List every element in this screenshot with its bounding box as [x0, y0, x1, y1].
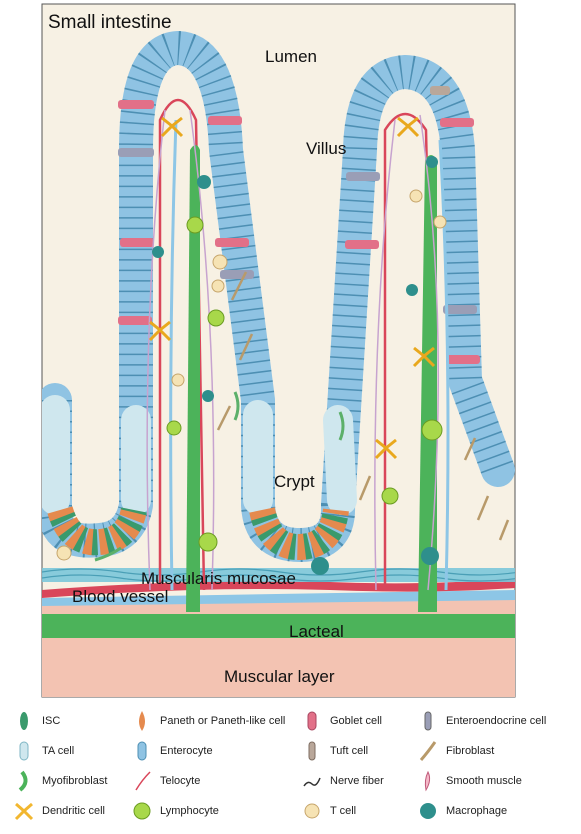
enteroendocrine-cell-icon	[424, 711, 432, 731]
nerve-fiber-icon	[303, 777, 321, 787]
lymph-vessel-band	[42, 590, 515, 606]
legend-item: Enterocyte	[128, 738, 213, 764]
crypt-base-mid	[249, 506, 349, 560]
isc-icon	[20, 712, 28, 730]
macrophage-cells	[152, 156, 439, 575]
muscular-layer-label: Muscular layer	[224, 667, 335, 686]
enteroendocrine-cell	[346, 172, 380, 181]
fibroblast-cells	[216, 271, 510, 541]
goblet-cell	[208, 116, 242, 125]
legend-label: Macrophage	[446, 805, 508, 817]
enteroendocrine-cell	[443, 305, 477, 314]
goblet-cell	[215, 238, 249, 247]
legend-label: Lymphocyte	[160, 805, 219, 817]
legend-label: ISC	[42, 715, 61, 727]
legend-item: Enteroendocrine cell	[414, 708, 546, 734]
legend-label: Enteroendocrine cell	[446, 715, 547, 727]
tuft-cell	[430, 86, 450, 95]
legend-label: Nerve fiber	[330, 775, 384, 787]
title-label: Small intestine	[48, 12, 172, 33]
legend-item: ISC	[10, 708, 60, 734]
legend-label: Telocyte	[160, 775, 201, 787]
legend: ISC Paneth or Paneth-like cell Goblet cell…	[0, 700, 581, 834]
legend-label: Tuft cell	[330, 745, 369, 757]
lymph-capillary	[169, 119, 178, 591]
telocyte-icon	[135, 771, 151, 791]
goblet-cell	[118, 316, 152, 325]
lymphocyte-cells	[166, 216, 443, 552]
crypt-base-left-isc	[47, 505, 147, 556]
legend-item: Lymphocyte	[128, 798, 219, 824]
myofibroblast-cells	[94, 391, 345, 562]
dendritic-cells	[148, 116, 436, 460]
legend-label: Paneth or Paneth-like cell	[160, 715, 286, 727]
tuft-cell-icon	[308, 741, 316, 761]
intestine-diagram: Small intestine Lumen Villus Crypt Muscu…	[41, 3, 516, 698]
lacteal-label: Lacteal	[289, 622, 344, 641]
smooth-muscle-icon	[424, 770, 431, 792]
legend-label: Smooth muscle	[446, 775, 522, 787]
blood-vessel-label: Blood vessel	[72, 587, 168, 606]
enteroendocrine-cell	[118, 148, 154, 157]
legend-label: Fibroblast	[446, 745, 495, 757]
legend-item: Goblet cell	[298, 708, 382, 734]
t-cells	[56, 189, 447, 561]
mucosae-hatch	[42, 568, 515, 576]
legend-item: TA cell	[10, 738, 74, 764]
legend-item: Myofibroblast	[10, 768, 107, 794]
nerve-fiber	[146, 109, 440, 591]
muscularis-mucosae-label: Muscularis mucosae	[141, 569, 296, 588]
goblet-cell	[118, 100, 154, 109]
enteroendocrine-cell	[220, 270, 254, 279]
legend-label: Myofibroblast	[42, 775, 108, 787]
legend-label: TA cell	[42, 745, 75, 757]
lymph-capillary	[438, 139, 450, 591]
legend-label: T cell	[330, 805, 357, 817]
legend-item: T cell	[298, 798, 356, 824]
legend-item: Paneth or Paneth-like cell	[128, 708, 285, 734]
goblet-cell	[446, 355, 480, 364]
goblet-cell	[440, 118, 474, 127]
ta-cell-icon	[19, 741, 29, 761]
goblet-cell	[120, 238, 154, 247]
legend-label: Enterocyte	[160, 745, 213, 757]
dendritic-cell-icon	[14, 802, 34, 821]
t-cell-icon	[304, 803, 320, 819]
goblet-cell	[345, 240, 379, 249]
lymphocyte-icon	[133, 802, 151, 820]
legend-item: Smooth muscle	[414, 768, 522, 794]
goblet-cell-icon	[307, 711, 317, 731]
ta-region-right	[323, 405, 357, 515]
legend-label: Dendritic cell	[42, 805, 105, 817]
villus-label: Villus	[306, 139, 346, 158]
myofibroblast-icon	[18, 770, 28, 792]
mucosae-hatch-2	[42, 574, 515, 582]
legend-item: Tuft cell	[298, 738, 368, 764]
enterocyte-icon	[137, 741, 147, 761]
fibroblast-icon	[419, 741, 437, 761]
legend-label: Goblet cell	[330, 715, 382, 727]
crypt-label: Crypt	[274, 472, 315, 491]
lacteal-vessel	[418, 155, 437, 612]
lacteal-vessel	[186, 145, 200, 612]
lacteal-band	[42, 608, 515, 638]
legend-item: Telocyte	[128, 768, 200, 794]
legend-item: Macrophage	[414, 798, 507, 824]
legend-item: Dendritic cell	[10, 798, 105, 824]
blood-capillary	[158, 98, 206, 591]
macrophage-icon	[420, 803, 436, 819]
paneth-cell-icon	[139, 711, 145, 731]
legend-item: Fibroblast	[414, 738, 494, 764]
legend-item: Nerve fiber	[298, 768, 384, 794]
blood-capillary	[383, 112, 438, 591]
lumen-label: Lumen	[265, 47, 317, 66]
muscular-layer	[42, 638, 515, 697]
blood-vessel-band	[42, 578, 515, 598]
